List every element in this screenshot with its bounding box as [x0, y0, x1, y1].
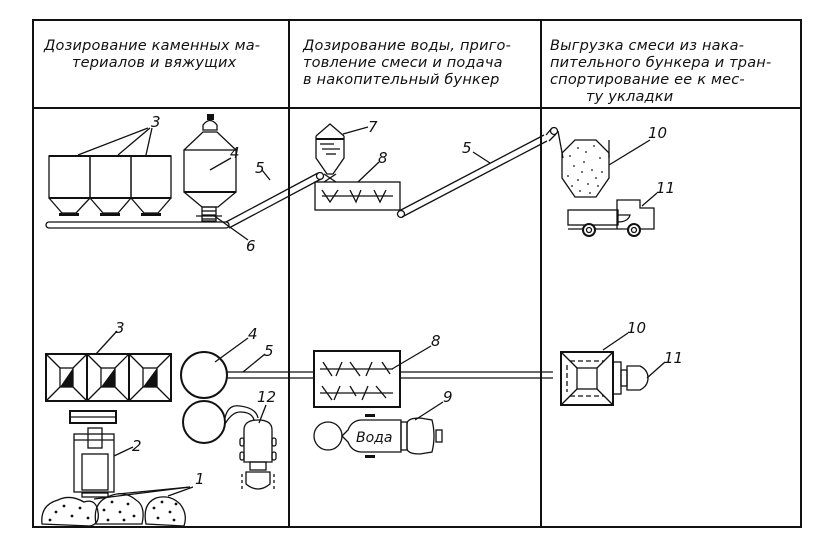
- header-line: спортирование ее к мес-: [550, 72, 745, 88]
- header-line: товление смеси и подача: [303, 55, 503, 71]
- mix-dots: [567, 145, 603, 194]
- callout-5-bottom: 5: [264, 342, 274, 360]
- column-header-stone-binder-dosing: Дозирование каменных ма- териалов и вяжу…: [44, 38, 260, 72]
- callout-9: 9: [443, 388, 453, 406]
- callout-1: 1: [195, 470, 205, 488]
- loader-plan: [69, 410, 134, 498]
- header-line: териалов и вяжущих: [72, 55, 237, 71]
- column-header-unloading-transport: Выгрузка смеси из нака- пительного бунке…: [550, 38, 771, 106]
- dump-truck-elevation: [567, 192, 658, 237]
- header-line: в накопительный бункер: [303, 72, 500, 88]
- header-line: Выгрузка смеси из нака-: [550, 38, 745, 54]
- callout-3-top: 3: [151, 113, 161, 131]
- water-truck-label: Вода: [356, 430, 392, 446]
- mixer-plan: [313, 345, 432, 408]
- water-tank-elevation: [315, 123, 369, 183]
- callout-6: 6: [246, 237, 256, 255]
- dump-truck-plan: [612, 361, 666, 395]
- callout-12: 12: [257, 388, 276, 406]
- storage-bunker-plan: [560, 332, 629, 406]
- binder-silo-elevation: [183, 114, 237, 222]
- cement-truck-plan: [239, 404, 277, 490]
- header-line: пительного бункера и тран-: [550, 55, 772, 71]
- callout-8-bottom: 8: [431, 332, 441, 350]
- callout-4-top: 4: [230, 144, 240, 162]
- storage-bunker-elevation: [557, 130, 651, 198]
- callout-11-bottom: 11: [664, 349, 683, 367]
- callout-4-bottom: 4: [248, 325, 258, 343]
- callout-10-bottom: 10: [627, 319, 646, 337]
- table-frame: [32, 19, 802, 528]
- aggregate-piles: [41, 486, 194, 527]
- collecting-conveyor: [45, 214, 249, 241]
- callout-5-top-left: 5: [255, 159, 265, 177]
- conveyor-plan: [227, 353, 553, 379]
- conveyor-to-mixer: [225, 169, 325, 229]
- aggregate-bins-plan: [45, 330, 172, 402]
- callout-3-bottom: 3: [115, 319, 125, 337]
- aggregate-bins-elevation: [48, 127, 172, 216]
- callout-11-top: 11: [656, 179, 675, 197]
- callout-7: 7: [368, 118, 378, 136]
- callout-5-top-right: 5: [462, 139, 472, 157]
- binder-silos-plan: [180, 337, 259, 444]
- callout-2: 2: [132, 437, 142, 455]
- conveyor-to-bunker: [396, 126, 559, 219]
- header-line: Дозирование воды, приго-: [303, 38, 512, 54]
- header-line: ту укладки: [586, 89, 674, 105]
- callout-10-top: 10: [648, 124, 667, 142]
- water-truck-plan: Вода: [313, 401, 444, 458]
- callout-8-top: 8: [378, 149, 388, 167]
- mixer-elevation: [314, 161, 401, 211]
- outer-border: [32, 19, 802, 528]
- header-line: Дозирование каменных ма-: [44, 38, 261, 54]
- column-header-water-dosing-mixing: Дозирование воды, приго- товление смеси …: [303, 38, 511, 89]
